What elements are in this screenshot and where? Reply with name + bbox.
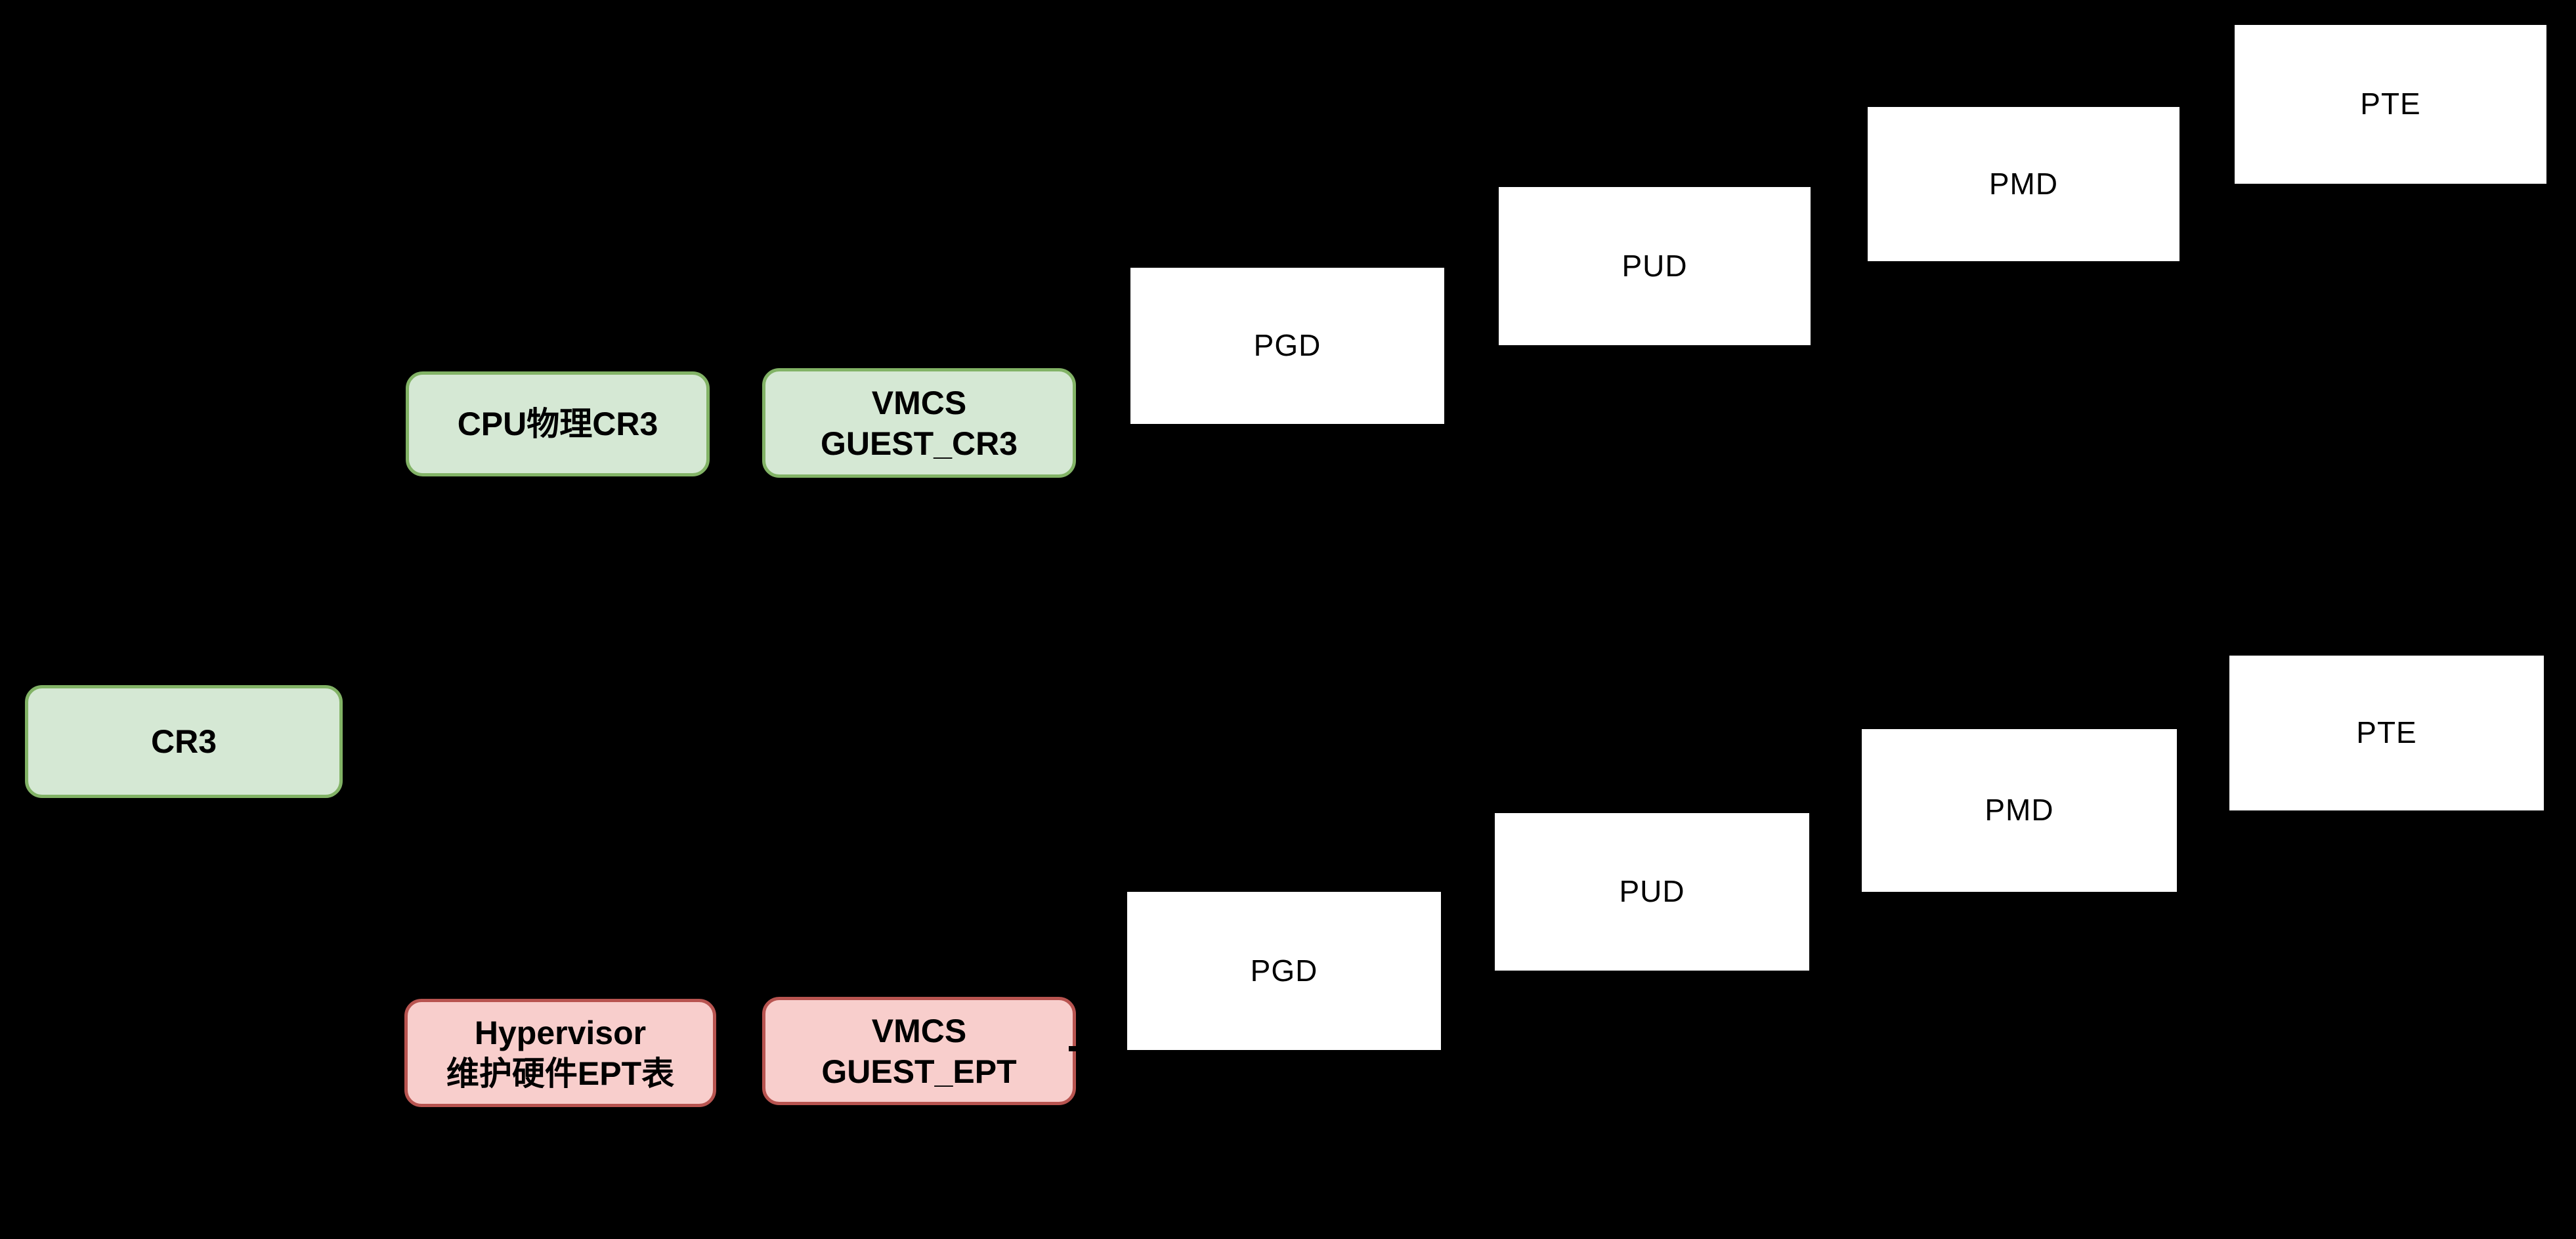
node-cr3: CR3	[25, 685, 343, 798]
node-pgd-top: PGD	[1130, 268, 1444, 424]
node-pte-top: PTE	[2235, 25, 2546, 184]
arrow-stub-artifact	[1069, 1046, 1083, 1051]
node-cpu-physical-cr3: CPU物理CR3	[406, 371, 710, 476]
node-vmcs-guest-cr3: VMCS GUEST_CR3	[762, 368, 1076, 478]
node-pte-bottom: PTE	[2229, 656, 2544, 810]
node-pgd-bottom: PGD	[1127, 892, 1441, 1050]
node-hypervisor-ept-table: Hypervisor 维护硬件EPT表	[404, 999, 716, 1107]
node-pud-top: PUD	[1499, 187, 1811, 345]
node-pmd-bottom: PMD	[1862, 729, 2177, 892]
node-pmd-top: PMD	[1868, 107, 2179, 261]
node-pud-bottom: PUD	[1495, 813, 1809, 971]
node-vmcs-guest-ept: VMCS GUEST_EPT	[762, 997, 1076, 1105]
